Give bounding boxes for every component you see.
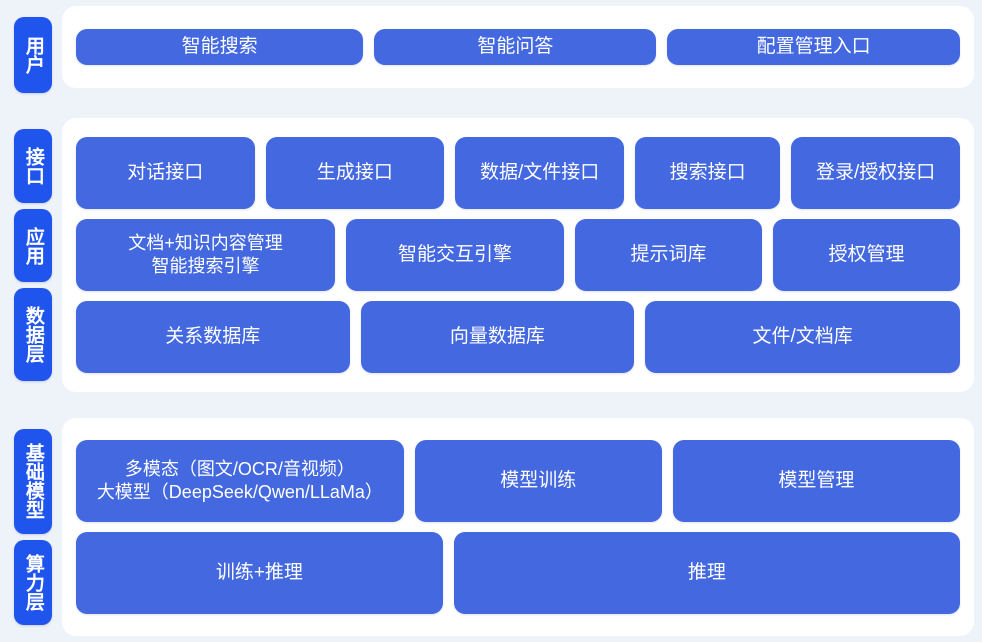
node-training-plus-inference[interactable]: 训练+推理 [76, 532, 443, 614]
interface-row: 对话接口 生成接口 数据/文件接口 搜索接口 登录/授权接口 [76, 137, 960, 209]
data-row: 关系数据库 向量数据库 文件/文档库 [76, 301, 960, 373]
band-core-panel: 对话接口 生成接口 数据/文件接口 搜索接口 登录/授权接口 文档+知识内容管理… [62, 118, 974, 392]
layer-tab-foundation-model[interactable]: 基础模型 [14, 429, 52, 534]
node-file-document-store[interactable]: 文件/文档库 [645, 301, 960, 373]
band-infra: 基础模型 算力层 多模态（图文/OCR/音视频） 大模型（DeepSeek/Qw… [0, 418, 982, 636]
node-intelligent-search[interactable]: 智能搜索 [76, 28, 364, 66]
node-model-management[interactable]: 模型管理 [672, 440, 960, 522]
node-intelligent-qa[interactable]: 智能问答 [374, 28, 657, 66]
model-row: 多模态（图文/OCR/音视频） 大模型（DeepSeek/Qwen/LLaMa）… [76, 440, 960, 522]
band-infra-tabs: 基础模型 算力层 [0, 418, 62, 636]
layer-tab-compute[interactable]: 算力层 [14, 539, 52, 625]
band-core: 接口 应用 数据层 对话接口 生成接口 数据/文件接口 搜索接口 登录/授权接口… [0, 118, 982, 392]
node-interaction-engine[interactable]: 智能交互引擎 [346, 219, 565, 291]
band-user-panel: 智能搜索 智能问答 配置管理入口 [62, 6, 974, 88]
node-multimodal-large-model[interactable]: 多模态（图文/OCR/音视频） 大模型（DeepSeek/Qwen/LLaMa） [76, 440, 404, 522]
node-model-training[interactable]: 模型训练 [414, 440, 662, 522]
node-inference[interactable]: 推理 [453, 532, 960, 614]
band-core-tabs: 接口 应用 数据层 [0, 118, 62, 392]
node-config-management-entry[interactable]: 配置管理入口 [667, 28, 960, 66]
band-infra-panel: 多模态（图文/OCR/音视频） 大模型（DeepSeek/Qwen/LLaMa）… [62, 418, 974, 636]
layer-tab-interface[interactable]: 接口 [14, 129, 52, 203]
node-relational-database[interactable]: 关系数据库 [76, 301, 350, 373]
node-authorization-management[interactable]: 授权管理 [773, 219, 961, 291]
node-dialog-api[interactable]: 对话接口 [76, 137, 255, 209]
node-prompt-library[interactable]: 提示词库 [575, 219, 763, 291]
compute-row: 训练+推理 推理 [76, 532, 960, 614]
layer-tab-application[interactable]: 应用 [14, 208, 52, 283]
band-user-tabs: 用户 [0, 6, 62, 104]
node-search-api[interactable]: 搜索接口 [634, 137, 781, 209]
node-data-file-api[interactable]: 数据/文件接口 [455, 137, 624, 209]
application-row: 文档+知识内容管理 智能搜索引擎 智能交互引擎 提示词库 授权管理 [76, 219, 961, 291]
node-generation-api[interactable]: 生成接口 [265, 137, 445, 209]
node-doc-knowledge-management[interactable]: 文档+知识内容管理 智能搜索引擎 [76, 219, 336, 291]
layer-tab-data[interactable]: 数据层 [14, 288, 52, 382]
layer-tab-user[interactable]: 用户 [14, 17, 52, 93]
node-login-auth-api[interactable]: 登录/授权接口 [791, 137, 960, 209]
band-user: 用户 智能搜索 智能问答 配置管理入口 [0, 6, 982, 104]
user-row: 智能搜索 智能问答 配置管理入口 [76, 28, 960, 66]
node-vector-database[interactable]: 向量数据库 [360, 301, 635, 373]
